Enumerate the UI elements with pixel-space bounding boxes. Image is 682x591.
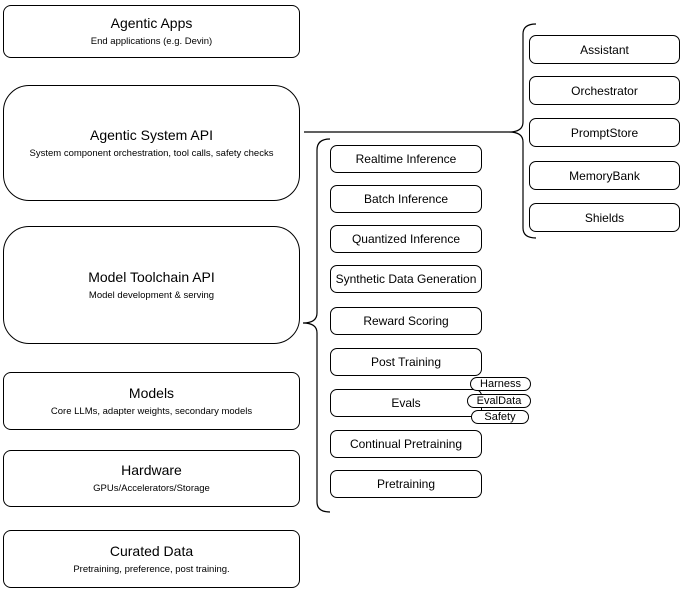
- box-post-training: Post Training: [330, 348, 482, 376]
- box-label: Synthetic Data Generation: [335, 272, 477, 286]
- box-title: Hardware: [121, 462, 182, 478]
- box-label: Continual Pretraining: [349, 437, 463, 451]
- box-label: Quantized Inference: [351, 232, 461, 246]
- box-title: Agentic System API: [90, 126, 213, 143]
- box-title: Model Toolchain API: [88, 268, 215, 285]
- box-memorybank: MemoryBank: [529, 161, 680, 190]
- box-assistant: Assistant: [529, 35, 680, 64]
- box-label: PromptStore: [570, 125, 639, 140]
- box-model-toolchain-api: Model Toolchain API Model development & …: [3, 226, 300, 344]
- tag-evaldata: EvalData: [467, 394, 531, 408]
- box-promptstore: PromptStore: [529, 118, 680, 147]
- box-hardware: Hardware GPUs/Accelerators/Storage: [3, 450, 300, 507]
- box-curated-data: Curated Data Pretraining, preference, po…: [3, 530, 300, 588]
- box-batch-inference: Batch Inference: [330, 185, 482, 213]
- box-agentic-apps: Agentic Apps End applications (e.g. Devi…: [3, 5, 300, 58]
- box-reward-scoring: Reward Scoring: [330, 307, 482, 335]
- box-title: Curated Data: [109, 542, 194, 559]
- box-evals: Evals: [330, 389, 482, 417]
- box-label: Evals: [391, 396, 421, 410]
- box-label: Shields: [584, 210, 625, 225]
- box-subtitle: System component orchestration, tool cal…: [29, 147, 274, 159]
- box-title: Models: [128, 384, 175, 401]
- box-label: MemoryBank: [569, 168, 640, 183]
- box-realtime-inference: Realtime Inference: [330, 145, 482, 173]
- box-subtitle: Pretraining, preference, post training.: [73, 563, 230, 575]
- box-label: Batch Inference: [363, 192, 449, 206]
- box-label: Assistant: [580, 42, 629, 57]
- tag-label: EvalData: [476, 395, 522, 407]
- tag-label: Harness: [480, 378, 521, 390]
- box-label: Orchestrator: [571, 83, 638, 98]
- tag-label: Safety: [484, 411, 516, 423]
- box-title: Agentic Apps: [110, 15, 193, 31]
- box-agentic-system-api: Agentic System API System component orch…: [3, 85, 300, 201]
- box-pretraining: Pretraining: [330, 470, 482, 498]
- box-subtitle: GPUs/Accelerators/Storage: [93, 483, 210, 494]
- tag-safety: Safety: [471, 410, 529, 424]
- box-subtitle: End applications (e.g. Devin): [90, 36, 213, 47]
- box-quantized-inference: Quantized Inference: [330, 225, 482, 253]
- box-label: Pretraining: [376, 477, 436, 491]
- box-continual-pretraining: Continual Pretraining: [330, 430, 482, 458]
- box-label: Reward Scoring: [363, 314, 449, 328]
- box-models: Models Core LLMs, adapter weights, secon…: [3, 372, 300, 430]
- box-label: Realtime Inference: [355, 152, 457, 166]
- box-subtitle: Core LLMs, adapter weights, secondary mo…: [50, 405, 253, 417]
- tag-harness: Harness: [470, 377, 531, 391]
- box-shields: Shields: [529, 203, 680, 232]
- toolchain-bracket: [302, 138, 331, 513]
- box-subtitle: Model development & serving: [88, 289, 215, 301]
- box-orchestrator: Orchestrator: [529, 76, 680, 105]
- box-label: Post Training: [370, 355, 442, 369]
- box-synthetic-data-generation: Synthetic Data Generation: [330, 265, 482, 293]
